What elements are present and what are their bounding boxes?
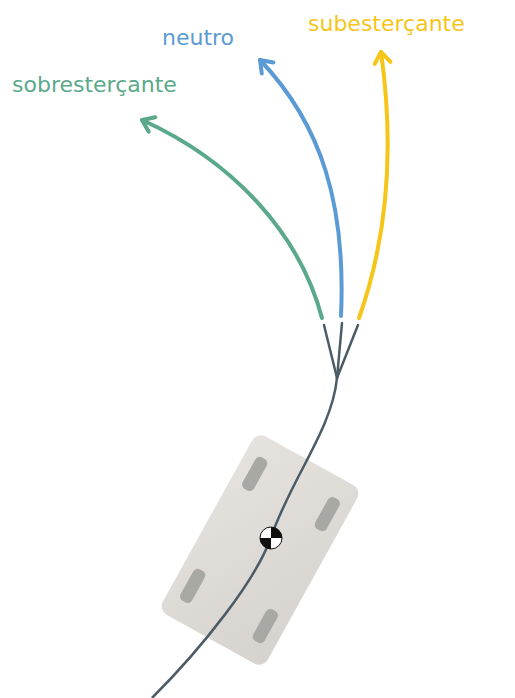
oversteer-label: sobresterçante xyxy=(12,73,177,97)
oversteer-arrow xyxy=(142,120,322,318)
branch-stubs xyxy=(324,323,358,378)
trajectory-line xyxy=(152,378,337,698)
understeer-label: subesterçante xyxy=(308,12,465,36)
neutral-label: neutro xyxy=(162,26,234,50)
center-of-gravity-symbol xyxy=(260,527,282,549)
understeer-arrow xyxy=(359,52,388,318)
car-body xyxy=(158,432,362,669)
neutral-arrow xyxy=(260,60,342,316)
